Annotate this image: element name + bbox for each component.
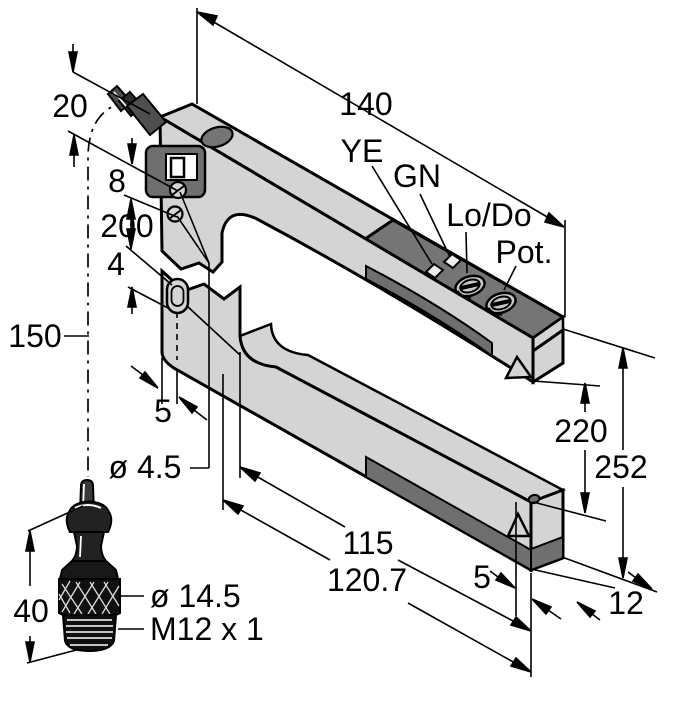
leader-pot <box>503 265 517 291</box>
dim-8-label: 8 <box>108 163 126 199</box>
sensor-body <box>106 84 567 573</box>
dimension-120-7 <box>222 374 532 677</box>
lower-front-face <box>160 267 533 573</box>
dim-4-label: 4 <box>107 246 125 282</box>
dimension-220 <box>532 380 607 522</box>
connector-thread <box>61 614 118 653</box>
gland-body <box>125 92 168 137</box>
cable-gland <box>106 84 168 137</box>
receiver-triangle-marker <box>506 511 532 538</box>
dimension-140 <box>196 8 566 317</box>
side-panel-window-inner <box>169 156 186 179</box>
knurl-texture <box>58 580 120 615</box>
leader-lodo <box>465 231 468 274</box>
connector-neck <box>69 531 109 562</box>
dim-5-left-label: 5 <box>154 393 172 429</box>
dim-40-label: 40 <box>13 593 49 629</box>
label-gn: GN <box>393 158 441 194</box>
dim-connector-dia-label: ø 14.5 <box>150 578 241 614</box>
dimension-stack-left <box>67 44 179 314</box>
dimension-40 <box>25 505 84 664</box>
labels: 20 140 YE GN Lo/Do Pot. 8 200 4 150 5 ø … <box>8 86 647 647</box>
m12-connector <box>58 478 121 653</box>
dimension-lines <box>25 8 658 677</box>
label-ye: YE <box>341 133 384 169</box>
dim-thread-label: M12 x 1 <box>150 611 264 647</box>
connector-cap <box>65 500 113 533</box>
dimension-252 <box>562 328 656 579</box>
dimension-115 <box>239 352 532 632</box>
connector-shoulder <box>58 560 120 580</box>
dimension-5-left <box>130 358 208 421</box>
dim-140-label: 140 <box>339 86 392 122</box>
dim-252-label: 252 <box>594 449 647 485</box>
dim-220-label: 220 <box>554 413 607 449</box>
cable-centerline <box>87 100 131 477</box>
thread-lines <box>66 619 113 646</box>
gain-potentiometer <box>485 291 517 316</box>
dim-120-7-label: 120.7 <box>327 562 407 598</box>
dim-hole-dia-label: ø 4.5 <box>109 449 182 485</box>
lower-window-strip <box>365 455 532 572</box>
upper-window-strip <box>365 264 493 358</box>
leader-gn <box>419 193 451 258</box>
led-window-yellow <box>424 262 445 280</box>
label-lodo: Lo/Do <box>446 197 531 233</box>
dimension-12 <box>530 556 658 621</box>
dim-115-label: 115 <box>342 525 393 561</box>
dim-12-label: 12 <box>608 585 644 621</box>
dim-20-label: 20 <box>52 88 88 124</box>
lodo-potentiometer <box>454 274 486 299</box>
head-oval-hole <box>200 125 234 149</box>
mounting-screw-1 <box>168 180 188 200</box>
label-pot: Pot. <box>496 234 553 270</box>
leader-hole-dia <box>176 191 241 469</box>
emitter-triangle-marker <box>503 354 534 380</box>
dim-200-label: 200 <box>100 208 153 244</box>
leader-ye <box>371 165 433 265</box>
dim-150-label: 150 <box>8 318 61 354</box>
panel-controls <box>424 252 517 316</box>
dim-5-right-label: 5 <box>473 559 491 595</box>
dimension-5-right <box>489 502 562 620</box>
